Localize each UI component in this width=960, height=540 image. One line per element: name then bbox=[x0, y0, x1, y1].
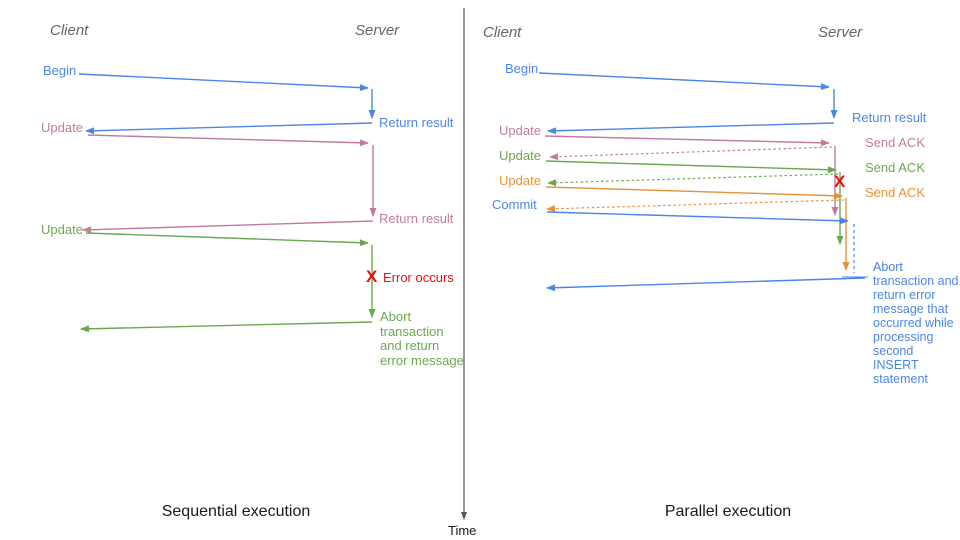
right-abort-response-arrow bbox=[546, 277, 866, 292]
right-server-header: Server bbox=[818, 24, 863, 41]
right-update-2-label: Update bbox=[499, 148, 541, 163]
right-update-1-label: Update bbox=[499, 123, 541, 138]
right-panel-title: Parallel execution bbox=[664, 503, 792, 520]
right-send-ack-1-label: Send ACK bbox=[865, 135, 925, 150]
right-update1-request-arrow bbox=[544, 135, 830, 147]
left-begin-label: Begin bbox=[43, 63, 77, 78]
left-update1-request-arrow bbox=[87, 134, 369, 147]
right-commit-label: Commit bbox=[492, 197, 537, 212]
right-update2-request-arrow bbox=[545, 160, 837, 174]
right-update1-ack-arrow bbox=[549, 146, 833, 161]
left-begin-request-arrow bbox=[78, 73, 369, 92]
left-panel-title: Sequential execution bbox=[161, 503, 311, 520]
right-client-header: Client bbox=[483, 24, 522, 41]
left-return-result-1-label: Return result bbox=[379, 115, 454, 130]
left-panel-arrows bbox=[78, 73, 377, 333]
time-axis-label: Time bbox=[448, 523, 477, 538]
right-panel-arrows bbox=[538, 72, 868, 292]
left-abort-message: Abort transaction and return error messa… bbox=[380, 309, 464, 368]
right-return-result-label: Return result bbox=[852, 110, 927, 125]
left-error-x-icon: X bbox=[366, 267, 378, 286]
right-update2-ack-arrow bbox=[547, 173, 839, 187]
right-update3-request-arrow bbox=[545, 186, 843, 200]
left-abort-response-arrow bbox=[80, 321, 373, 333]
right-abort-message: Abort transaction and return error messa… bbox=[873, 260, 959, 386]
left-return-result-2-label: Return result bbox=[379, 211, 454, 226]
left-client-header: Client bbox=[50, 22, 89, 39]
right-send-ack-3-label: Send ACK bbox=[865, 185, 925, 200]
right-error-x-icon: X bbox=[834, 172, 846, 191]
right-update-3-label: Update bbox=[499, 173, 541, 188]
left-error-occurs-label: Error occurs bbox=[383, 270, 454, 285]
right-begin-request-arrow bbox=[538, 72, 830, 91]
right-begin-label: Begin bbox=[505, 61, 539, 76]
right-send-ack-2-label: Send ACK bbox=[865, 160, 925, 175]
left-update2-request-arrow bbox=[85, 232, 369, 247]
left-begin-response-arrow bbox=[85, 122, 373, 135]
left-update-2-label: Update bbox=[41, 222, 83, 237]
right-commit-request-arrow bbox=[546, 211, 849, 225]
right-begin-response-arrow bbox=[547, 122, 835, 135]
left-server-header: Server bbox=[355, 22, 400, 39]
left-update-1-label: Update bbox=[41, 120, 83, 135]
left-update1-response-arrow bbox=[82, 220, 374, 234]
right-update3-ack-arrow bbox=[546, 199, 845, 213]
